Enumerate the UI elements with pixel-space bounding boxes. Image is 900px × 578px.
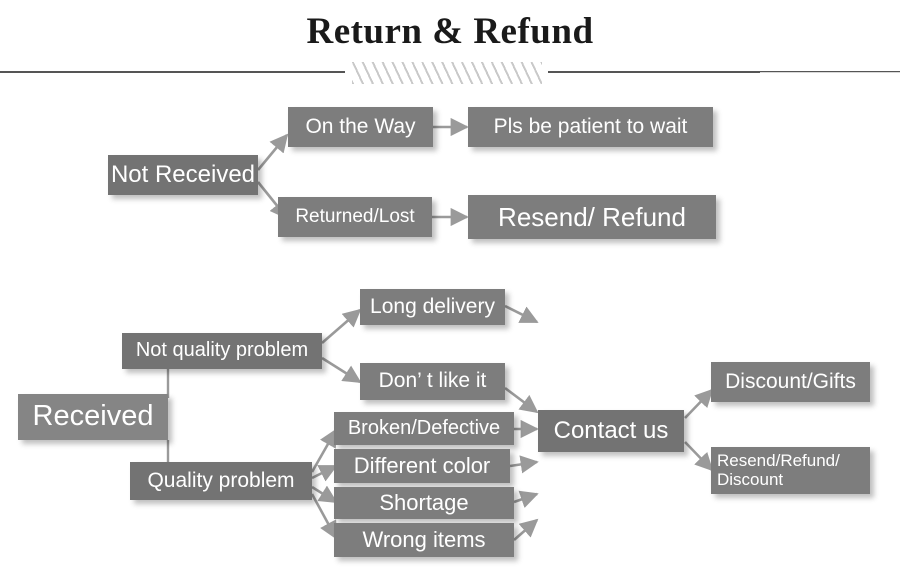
divider-hatch-icon	[352, 62, 542, 84]
node-dont-like-it[interactable]: Don’ t like it	[360, 363, 505, 400]
node-pls-be-patient[interactable]: Pls be patient to wait	[468, 107, 713, 147]
arrow-quality-wrongitems	[310, 493, 338, 540]
node-on-the-way[interactable]: On the Way	[288, 107, 433, 147]
arrow-notquality-longdelivery	[321, 308, 362, 344]
node-shortage[interactable]: Shortage	[334, 487, 514, 519]
node-not-received[interactable]: Not Received	[108, 155, 258, 195]
divider-rule-faint	[760, 72, 900, 73]
divider-rule-left	[0, 71, 345, 73]
arrow-quality-shortage	[311, 485, 338, 504]
page-title: Return & Refund	[306, 11, 594, 52]
arrow-dontlike-contactus	[504, 386, 539, 414]
node-returned-lost[interactable]: Returned/Lost	[278, 197, 432, 237]
arrow-contactus-discountgifts	[684, 388, 714, 419]
node-wrong-items[interactable]: Wrong items	[334, 523, 514, 557]
node-different-color[interactable]: Different color	[334, 449, 510, 483]
arrow-quality-differentcolor	[311, 464, 338, 482]
node-received[interactable]: Received	[18, 394, 168, 440]
divider-rule-right	[548, 71, 900, 73]
node-discount-gifts[interactable]: Discount/Gifts	[711, 362, 870, 402]
node-contact-us[interactable]: Contact us	[538, 410, 684, 452]
arrow-quality-broken	[310, 428, 338, 473]
node-resend-refund-discount-line1: Resend/Refund/	[717, 451, 840, 471]
node-quality-problem[interactable]: Quality problem	[130, 462, 312, 500]
node-broken-defective[interactable]: Broken/Defective	[334, 412, 514, 445]
arrow-notquality-dontlike	[321, 356, 362, 384]
node-resend-refund[interactable]: Resend/ Refund	[468, 195, 716, 239]
node-resend-refund-discount[interactable]: Resend/Refund/ Discount	[711, 447, 870, 494]
arrow-longdelivery-contactus	[504, 304, 539, 324]
arrow-shortage-contactus	[513, 490, 539, 508]
arrow-contactus-resendrefunddiscount	[684, 441, 714, 472]
hatched-divider	[0, 62, 900, 84]
node-long-delivery[interactable]: Long delivery	[360, 289, 505, 325]
arrow-differentcolor-contactus	[509, 455, 539, 474]
arrow-wrongitems-contactus	[513, 518, 539, 541]
arrow-notreceived-ontheway	[256, 133, 289, 171]
node-resend-refund-discount-line2: Discount	[717, 469, 784, 489]
node-not-quality-problem[interactable]: Not quality problem	[122, 333, 322, 369]
